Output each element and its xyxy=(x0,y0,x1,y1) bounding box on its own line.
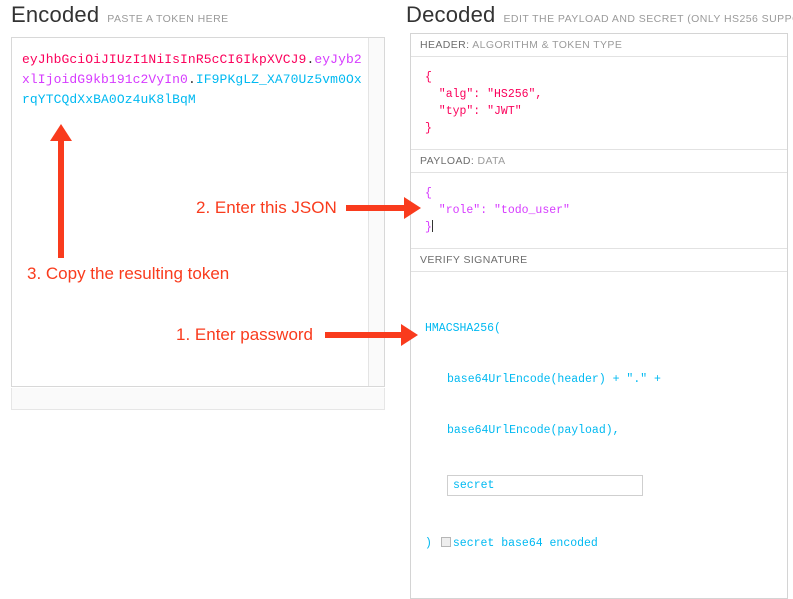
header-section-label-rest: ALGORITHM & TOKEN TYPE xyxy=(472,39,623,51)
signature-line-1: HMACSHA256( xyxy=(425,322,501,335)
token-signature-segment: IF9PKgLZ_XA70Uz5vm0OxrqYTCQdXxBA0Oz4uK8l… xyxy=(22,72,362,107)
annotation-step-1-text: 1. Enter password xyxy=(176,325,314,344)
secret-input[interactable] xyxy=(447,475,643,496)
header-section-label: HEADER: ALGORITHM & TOKEN TYPE xyxy=(411,34,787,57)
header-section-label-strong: HEADER: xyxy=(420,39,470,51)
annotation-step-3-arrow-shaft xyxy=(58,140,64,258)
base64-encoded-label: secret base64 encoded xyxy=(452,537,598,550)
token-separator-2: . xyxy=(187,72,196,87)
decoded-panel: HEADER: ALGORITHM & TOKEN TYPE { "alg": … xyxy=(410,33,788,599)
annotation-step-3-text: 3. Copy the resulting token xyxy=(27,264,230,283)
signature-section-label-strong: VERIFY SIGNATURE xyxy=(420,254,528,266)
encoded-scrollbar[interactable] xyxy=(368,38,384,386)
token-separator-1: . xyxy=(306,52,315,67)
signature-line-3: base64UrlEncode(payload), xyxy=(447,424,620,437)
encoded-title: Encoded xyxy=(11,2,100,27)
token-header-segment: eyJhbGciOiJIUzI1NiIsInR5cCI6IkpXVCJ9 xyxy=(22,52,307,67)
payload-json-editor[interactable]: { "role": "todo_user" } xyxy=(411,173,787,248)
decoded-heading: Decoded EDIT THE PAYLOAD AND SECRET (ONLY… xyxy=(406,2,793,28)
annotation-step-3-arrow-head xyxy=(50,124,72,141)
signature-section-label: VERIFY SIGNATURE xyxy=(411,248,787,272)
signature-editor: HMACSHA256( base64UrlEncode(header) + ".… xyxy=(411,272,787,598)
annotation-step-2-arrow-head xyxy=(404,197,421,219)
annotation-step-2-text: 2. Enter this JSON xyxy=(196,198,337,217)
payload-section-label-rest: DATA xyxy=(477,155,506,167)
payload-json-text: { "role": "todo_user" } xyxy=(425,187,570,234)
annotation-step-1-arrow-head xyxy=(401,324,418,346)
base64-encoded-checkbox[interactable] xyxy=(440,537,451,547)
decoded-subtitle: EDIT THE PAYLOAD AND SECRET (ONLY HS256 … xyxy=(503,13,793,25)
annotation-step-1-arrow-shaft xyxy=(325,332,407,338)
encoded-subtitle: PASTE A TOKEN HERE xyxy=(107,13,229,25)
closing-paren: ) xyxy=(425,537,432,550)
payload-section-label: PAYLOAD: DATA xyxy=(411,149,787,173)
payload-section-label-strong: PAYLOAD: xyxy=(420,155,475,167)
header-json-editor[interactable]: { "alg": "HS256", "typ": "JWT" } xyxy=(425,71,543,135)
signature-line-2: base64UrlEncode(header) + "." + xyxy=(447,373,661,386)
annotation-step-2-arrow-shaft xyxy=(346,205,410,211)
encoded-token-textarea[interactable]: eyJhbGciOiJIUzI1NiIsInR5cCI6IkpXVCJ9.eyJ… xyxy=(11,37,385,387)
text-cursor xyxy=(431,220,433,232)
encoded-token-text[interactable]: eyJhbGciOiJIUzI1NiIsInR5cCI6IkpXVCJ9.eyJ… xyxy=(22,50,362,110)
token-payload-segment: eyJyb2xlIjoidG9kb191c2VyIn0 xyxy=(22,52,362,87)
jwt-debugger-page: Encoded PASTE A TOKEN HERE eyJhbGciOiJIUz… xyxy=(11,2,793,599)
decoded-title: Decoded xyxy=(406,2,496,27)
encoded-panel-footer xyxy=(11,388,385,410)
encoded-heading: Encoded PASTE A TOKEN HERE xyxy=(11,2,229,28)
base64-encoded-row[interactable]: ) secret base64 encoded xyxy=(425,535,777,552)
